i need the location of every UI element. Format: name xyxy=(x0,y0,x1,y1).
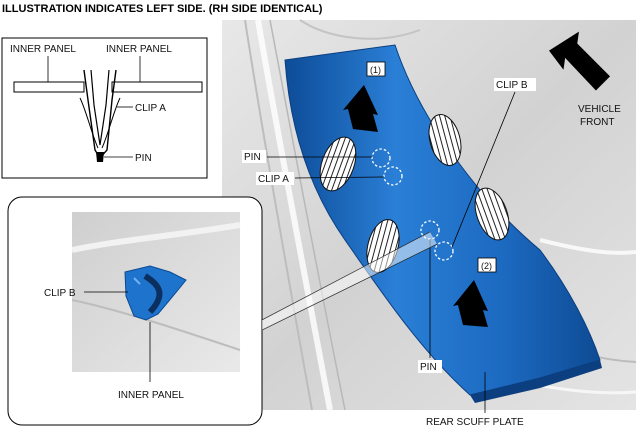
cross-section-inset: INNER PANEL INNER PANEL CLIP A PIN xyxy=(1,37,208,179)
main-callouts: CLIP B PIN CLIP A PIN REAR SCUFF PLATE xyxy=(242,78,536,428)
header-note: ILLUSTRATION INDICATES LEFT SIDE. (RH SI… xyxy=(2,3,323,15)
inner-panel-right-label: INNER PANEL xyxy=(106,44,172,55)
clip-b-label-main: CLIP B xyxy=(496,80,528,91)
inset-connector xyxy=(261,231,438,331)
inner-panel-left-label: INNER PANEL xyxy=(10,44,76,55)
step-arrow-2: (2) xyxy=(453,257,497,327)
clip-b-part xyxy=(124,265,187,321)
step-arrow-1: (1) xyxy=(343,61,386,132)
pin-marker-upper xyxy=(371,148,391,168)
pin-label-bottom: PIN xyxy=(420,362,437,373)
clip-a-label-main: CLIP A xyxy=(258,174,289,185)
clip-b-marker xyxy=(434,241,454,261)
clip-a-marker xyxy=(383,166,403,186)
vehicle-front-line2: FRONT xyxy=(580,117,614,128)
clip-b-label-inset: CLIP B xyxy=(44,288,76,299)
pin-label-inset: PIN xyxy=(135,153,152,164)
inner-panel-label-inset: INNER PANEL xyxy=(118,390,184,401)
vehicle-front-line1: VEHICLE xyxy=(578,104,621,115)
rear-scuff-plate-label: REAR SCUFF PLATE xyxy=(426,417,524,428)
clip-hatch-lower-right xyxy=(474,187,510,241)
hatched-clip-areas xyxy=(319,114,510,273)
clip-hatch-upper-right xyxy=(428,114,462,166)
step-2-label: (2) xyxy=(481,261,492,271)
step-1-label: (1) xyxy=(370,65,381,75)
vehicle-front-indicator: VEHICLE FRONT xyxy=(549,31,621,128)
pin-label-main: PIN xyxy=(244,152,261,163)
rear-scuff-plate xyxy=(284,44,602,403)
vehicle-front-arrow-icon xyxy=(549,31,611,91)
detail-inset: CLIP B INNER PANEL xyxy=(7,196,263,426)
clip-a-label-inset: CLIP A xyxy=(135,103,166,114)
